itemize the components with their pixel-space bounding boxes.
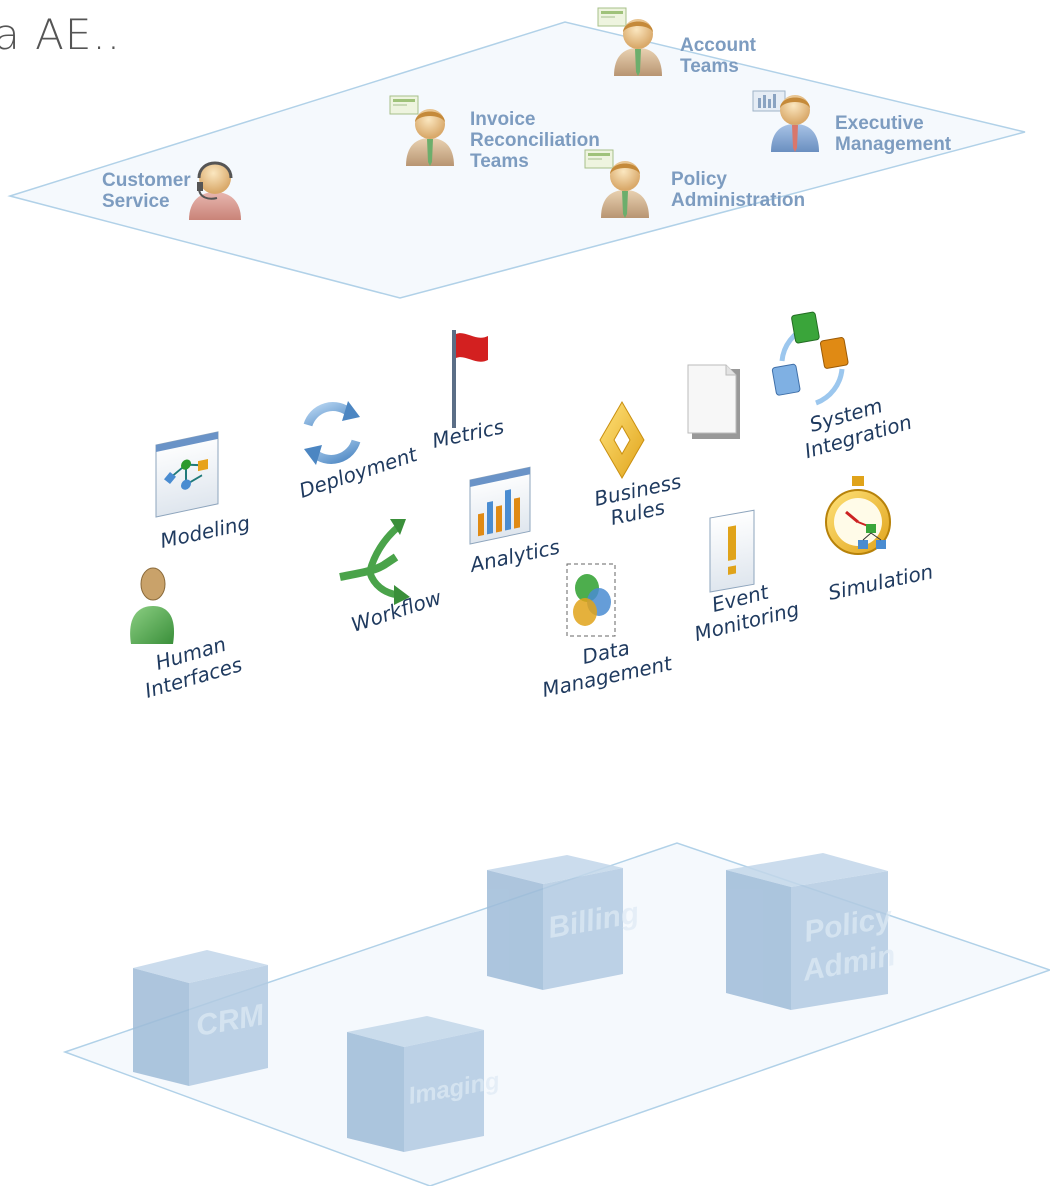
simulation-label: Simulation (826, 559, 935, 605)
modeling-label: Modeling (158, 510, 252, 552)
r-pa-1-text: Administration (671, 190, 805, 211)
crm-system-box: CRM (133, 950, 268, 1086)
metrics-flag-icon (452, 330, 488, 428)
data-management-venn-icon (566, 563, 616, 637)
event-monitoring-icon (709, 509, 755, 593)
r-em-0-text: Executive (835, 113, 924, 134)
business-rules-icon (599, 401, 645, 479)
r-cs-0-text: Customer (102, 170, 191, 191)
r-ir-0-text: Invoice (470, 109, 535, 130)
workflow-arrows-icon (339, 519, 410, 605)
policy-admin-system-box: PolicyAdmin (726, 853, 898, 1010)
page-title: a AE.. (0, 10, 122, 59)
billing-system-box: Billing (487, 855, 641, 990)
system-integration-icon (771, 311, 849, 406)
imaging-system-box: Imaging (347, 1016, 502, 1152)
event-monitoring-label: EventMonitoring (686, 573, 801, 645)
simulation-stopwatch-icon (825, 476, 891, 555)
r-ir-2-text: Teams (470, 151, 529, 172)
human-interfaces-icon (130, 567, 175, 644)
metrics-label: Metrics (430, 414, 506, 453)
business-rules-label: BusinessRules (592, 469, 688, 532)
deployment-cycle-icon (303, 401, 361, 465)
system-integration-label: SystemIntegration (795, 387, 914, 464)
r-ir-1-text: Reconciliation (470, 130, 600, 151)
modeling-icon (155, 431, 219, 518)
r-at-0-text: Account (680, 35, 757, 56)
r-em-1-text: Management (835, 134, 952, 155)
data-management-label: DataManagement (535, 627, 675, 702)
document-icon (687, 364, 740, 439)
r-pa-0-text: Policy (671, 169, 727, 190)
r-at-1-text: Teams (680, 56, 739, 77)
analytics-chart-icon (469, 466, 531, 545)
r-cs-1-text: Service (102, 191, 170, 212)
